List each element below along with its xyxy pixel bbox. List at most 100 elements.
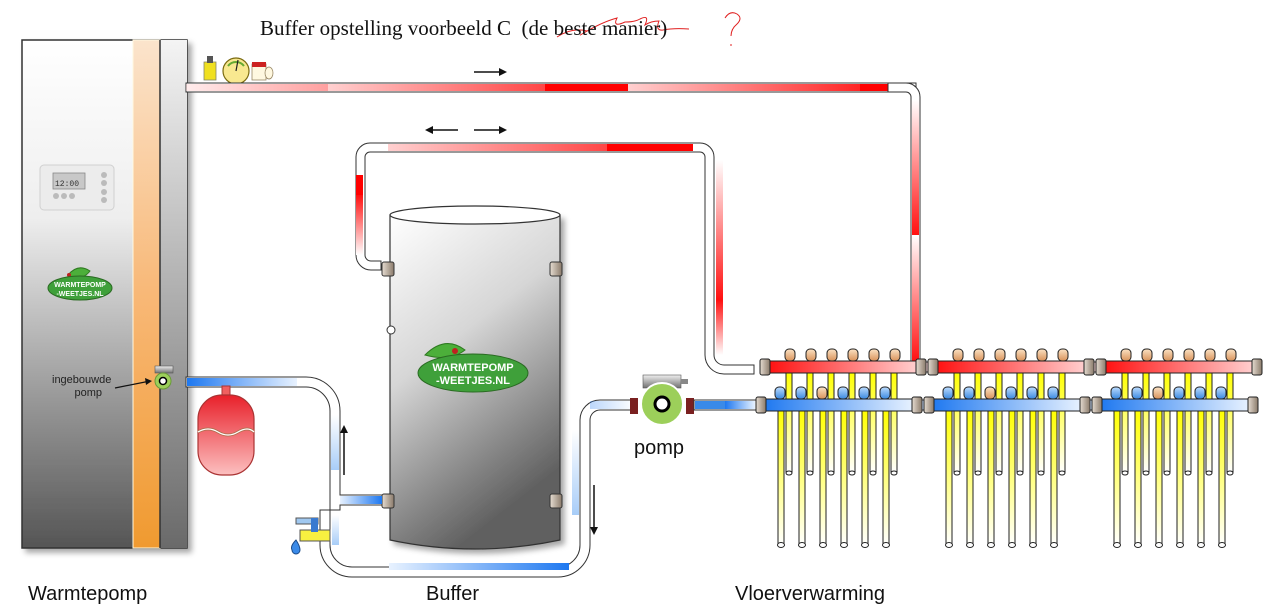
floor-loop-supply <box>1142 371 1150 473</box>
svg-text:WARMTEPOMP: WARMTEPOMP <box>432 362 513 374</box>
valve-cap <box>994 348 1006 362</box>
loop-end <box>966 542 974 548</box>
valve-cap <box>1183 348 1195 362</box>
floor-loop-supply <box>869 371 877 473</box>
floor-loop-supply <box>1205 371 1213 473</box>
loop-end <box>1058 470 1066 476</box>
diagram-title: Buffer opstelling voorbeeld C (de beste … <box>260 16 667 41</box>
manifold-fitting <box>1247 396 1259 414</box>
loop-end <box>945 542 953 548</box>
floor-loop-supply <box>1016 371 1024 473</box>
valve-cap <box>984 386 996 400</box>
built-in-pump-label: ingebouwde pomp <box>52 374 112 400</box>
floor-loop-supply <box>953 371 961 473</box>
loop-end <box>1142 470 1150 476</box>
valve-cap <box>1036 348 1048 362</box>
buffer-label: Buffer <box>426 583 479 605</box>
thermostat-display-icon: 12:00 <box>39 164 115 211</box>
loop-end <box>1176 542 1184 548</box>
loop-end <box>995 470 1003 476</box>
valve-cap <box>1120 348 1132 362</box>
valve-cap <box>889 348 901 362</box>
floor-loop-supply <box>827 371 835 473</box>
manifold-fitting <box>759 358 771 376</box>
loop-end <box>798 542 806 548</box>
cold-manifold-bar <box>1099 398 1251 412</box>
circulation-pump-icon <box>630 374 694 426</box>
valve-cap <box>868 348 880 362</box>
floor-loop-supply <box>1184 371 1192 473</box>
loop-end <box>1155 542 1163 548</box>
valve-cap <box>963 386 975 400</box>
floor-loop-return <box>1218 409 1226 546</box>
floor-loop-return <box>819 409 827 546</box>
valve-cap <box>1162 348 1174 362</box>
manifold-fitting <box>927 358 939 376</box>
loop-end <box>861 542 869 548</box>
floor-loop-supply <box>1058 371 1066 473</box>
floor-loop-return <box>1029 409 1037 546</box>
manifold-fitting <box>1251 358 1263 376</box>
loop-end <box>974 470 982 476</box>
title-text: Buffer opstelling voorbeeld C <box>260 16 511 40</box>
valve-cap <box>973 348 985 362</box>
loop-end <box>1197 542 1205 548</box>
floor-loop-return <box>798 409 806 546</box>
safety-group-icon <box>203 56 274 85</box>
title-annotation: (de beste manier) <box>521 16 668 40</box>
valve-cap <box>805 348 817 362</box>
loop-end <box>1163 470 1171 476</box>
svg-text:WARMTEPOMP: WARMTEPOMP <box>54 282 106 289</box>
built-in-pump-icon <box>154 365 174 390</box>
handwritten-annotation <box>556 12 741 46</box>
loop-end <box>840 542 848 548</box>
floor-loop-supply <box>995 371 1003 473</box>
loop-end <box>1008 542 1016 548</box>
loop-end <box>869 470 877 476</box>
drain-tap-icon <box>291 517 331 555</box>
floor-loop-supply <box>1226 371 1234 473</box>
cold-return-pipe <box>185 376 633 578</box>
svg-text:12:00: 12:00 <box>55 180 79 189</box>
floor-loop-return <box>1155 409 1163 546</box>
floor-loop-return <box>1176 409 1184 546</box>
pump-pointer-arrow <box>114 380 151 389</box>
loop-end <box>806 470 814 476</box>
floor-loop-supply <box>1163 371 1171 473</box>
loop-end <box>1113 542 1121 548</box>
valve-cap <box>1194 386 1206 400</box>
valve-cap <box>879 386 891 400</box>
loop-end <box>848 470 856 476</box>
floor-loop-return <box>1197 409 1205 546</box>
manifold-fitting <box>911 396 923 414</box>
valve-cap <box>858 386 870 400</box>
manifold-fitting <box>1083 358 1095 376</box>
floor-loop-return <box>840 409 848 546</box>
cold-manifold-bar <box>931 398 1083 412</box>
loop-end <box>1226 470 1234 476</box>
floor-loop-supply <box>974 371 982 473</box>
loop-end <box>987 542 995 548</box>
floor-loop-return <box>1134 409 1142 546</box>
hot-manifold-bar <box>1103 360 1255 374</box>
svg-text:-WEETJES.NL: -WEETJES.NL <box>56 291 104 298</box>
hot-manifold-bar <box>935 360 1087 374</box>
valve-cap <box>1131 386 1143 400</box>
loop-end <box>1218 542 1226 548</box>
loop-end <box>953 470 961 476</box>
hot-manifold-bar <box>767 360 919 374</box>
loop-end <box>819 542 827 548</box>
loop-end <box>785 470 793 476</box>
pump-label-line1: ingebouwde <box>52 374 112 386</box>
pump-label-line2: pomp <box>74 387 102 399</box>
cold-manifold-bar <box>763 398 915 412</box>
manifold-fitting <box>1079 396 1091 414</box>
warmtepomp-weetjes-logo: WARMTEPOMP -WEETJES.NL <box>417 343 529 393</box>
valve-cap <box>1215 386 1227 400</box>
loop-end <box>1134 542 1142 548</box>
floor-loop-return <box>945 409 953 546</box>
manifold-fitting <box>923 396 935 414</box>
loop-end <box>1121 470 1129 476</box>
floor-loop-return <box>882 409 890 546</box>
